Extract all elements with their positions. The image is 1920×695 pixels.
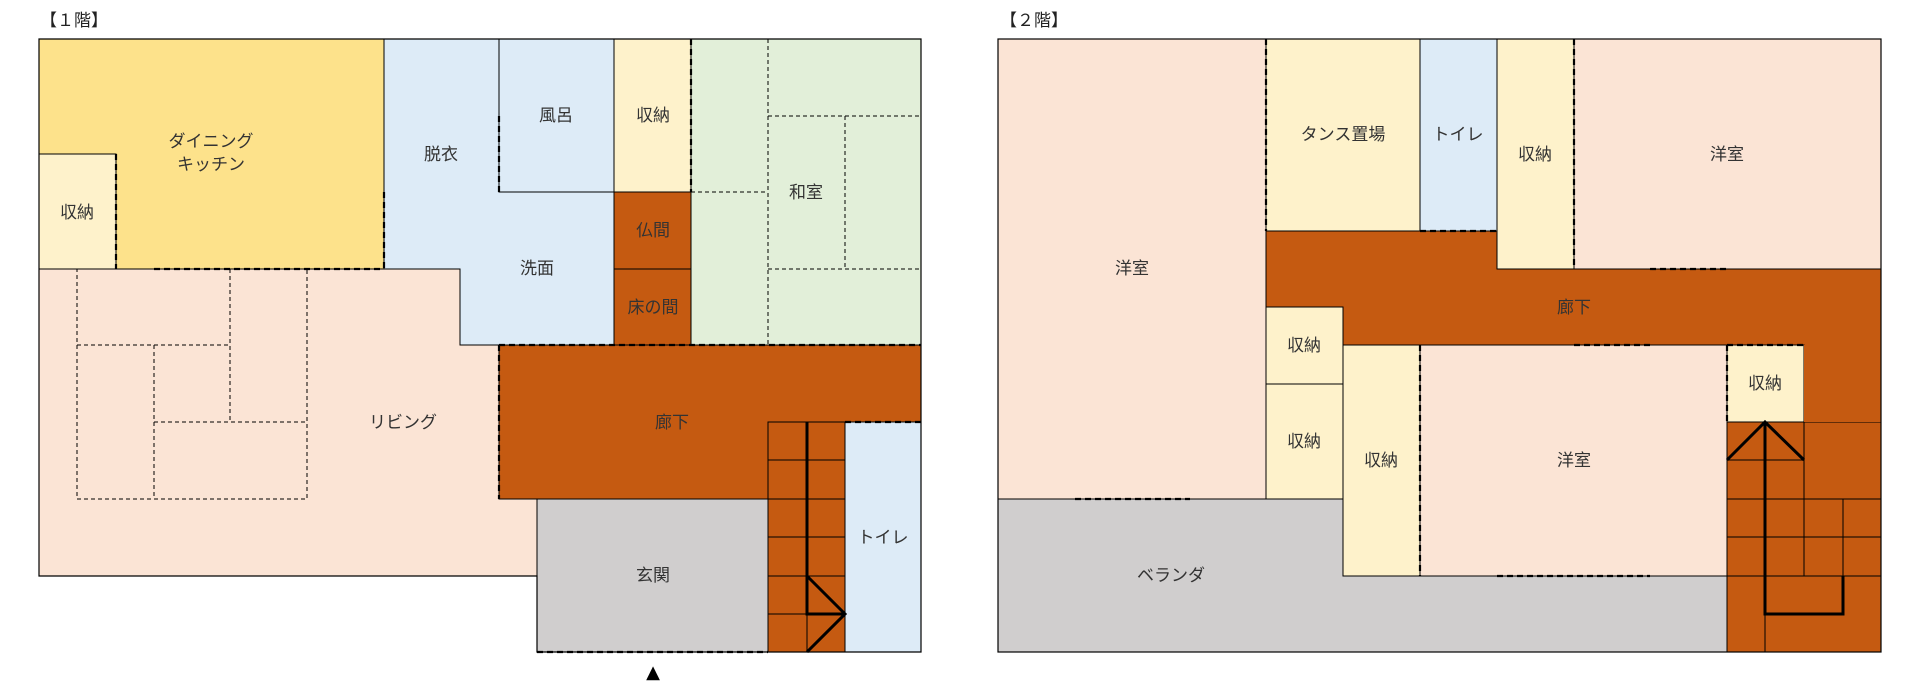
toilet-room-2f [1419, 38, 1498, 232]
western-room-right-room [1573, 38, 1882, 270]
stair-arrow-icon [805, 422, 845, 616]
first-floor-outline [38, 38, 922, 653]
western-room-left-room [997, 38, 1267, 500]
second-floor-outline [997, 38, 1882, 653]
hallway-label-2f: 廊下 [1557, 298, 1591, 318]
storage-b-room [1265, 383, 1344, 500]
storage-left-room [38, 153, 117, 270]
washroom-label: 洗面 [520, 259, 554, 279]
first-floor-plan: 【１階】 [38, 11, 922, 683]
toilet-room [844, 421, 922, 653]
second-floor-title: 【２階】 [1000, 11, 1068, 31]
storage-tall-label: 収納 [1364, 451, 1398, 471]
alcove-room [613, 268, 692, 346]
toilet-label-2f: トイレ [1433, 125, 1484, 145]
bath-room [498, 38, 615, 193]
storage-top-label: 収納 [636, 106, 670, 126]
second-floor-partitions [1075, 39, 1804, 578]
entrance-marker-icon: ▲ [646, 662, 660, 683]
entrance-label: 玄関 [636, 566, 670, 586]
storage-stair-label: 収納 [1748, 374, 1782, 394]
tatami-lines [691, 39, 921, 345]
dining-kitchen-label-2: キッチン [177, 155, 245, 175]
storage-top-room-2f [1496, 38, 1575, 270]
first-floor-stairs [767, 421, 848, 654]
western-room-center-label: 洋室 [1557, 451, 1591, 471]
living-tatami-lines [76, 268, 308, 500]
veranda-label: ベランダ [1137, 566, 1205, 586]
first-floor-title: 【１階】 [40, 11, 108, 31]
stair-arrow-up-icon [1763, 422, 1845, 616]
storage-b-label: 収納 [1287, 432, 1321, 452]
storage-top-label-2f: 収納 [1518, 145, 1552, 165]
storage-tall-room [1342, 344, 1421, 577]
second-floor-stairs [1725, 345, 1882, 653]
living-label: リビング [369, 413, 437, 433]
storage-left-label: 収納 [60, 203, 94, 223]
western-room-right-label: 洋室 [1710, 145, 1744, 165]
japanese-room-label: 和室 [789, 183, 823, 203]
wardrobe-label: タンス置場 [1301, 125, 1386, 145]
storage-stair-room [1726, 344, 1805, 423]
alcove-label: 床の間 [628, 298, 679, 318]
bath-label: 風呂 [539, 106, 573, 126]
western-room-center-room [1419, 344, 1728, 577]
buddhist-altar-room [613, 191, 692, 270]
hallway-label: 廊下 [655, 413, 689, 433]
storage-a-room [1265, 306, 1344, 385]
western-room-left-label: 洋室 [1115, 259, 1149, 279]
changing-room-label: 脱衣 [424, 145, 458, 165]
wardrobe-room [1265, 38, 1421, 232]
buddhist-altar-label: 仏間 [636, 221, 670, 241]
storage-top-room [613, 38, 692, 193]
dining-kitchen-label: ダイニング [169, 132, 254, 152]
toilet-label: トイレ [858, 528, 909, 548]
entrance-room [536, 498, 769, 653]
storage-a-label: 収納 [1287, 336, 1321, 356]
second-floor-plan: 【２階】 [997, 11, 1882, 653]
